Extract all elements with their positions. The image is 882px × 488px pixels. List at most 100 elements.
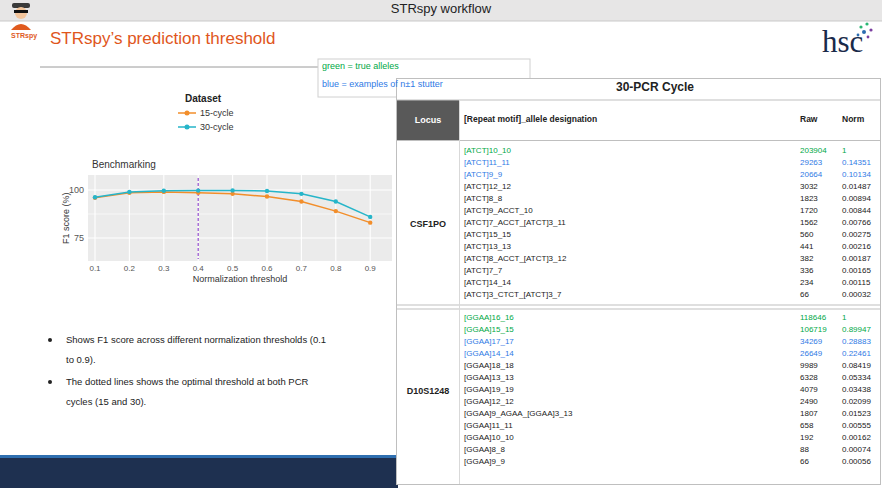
table-cell: 0.00275 (842, 230, 871, 239)
axis-tick: 100 (69, 185, 84, 195)
logo-text: hsc (822, 24, 863, 60)
legend-text: 30-cycle (200, 122, 234, 132)
series-line (95, 190, 370, 217)
legend-marker (185, 111, 190, 116)
table-cell: 0.03438 (842, 385, 871, 394)
axis-title: Normalization threshold (193, 274, 288, 284)
color-key-text: blue = examples of n±1 stutter (322, 79, 443, 89)
table-cell: [ATCT]7_ACCT_[ATCT]3_11 (464, 218, 566, 227)
axis-tick: 0.3 (158, 264, 169, 273)
table-cell: 6328 (800, 373, 818, 382)
table-cell: [ATCT]15_15 (464, 230, 511, 239)
table-cell: 118646 (800, 313, 826, 322)
table-cell: 2490 (800, 397, 818, 406)
table-cell: [GGAA]8_8 (464, 445, 505, 454)
table-cell: [GGAA]16_16 (464, 313, 514, 322)
gridline (94, 175, 95, 261)
series-marker (127, 190, 131, 194)
locus-name: CSF1PO (410, 219, 446, 229)
series-marker (230, 188, 234, 192)
legend-title: Dataset (185, 93, 221, 105)
table-cell: [ATCT]8_8 (464, 194, 502, 203)
table-rule (397, 309, 880, 310)
gridline (232, 175, 233, 261)
table-cell: 0.02099 (842, 397, 871, 406)
table-cell: 1 (842, 313, 846, 322)
table-cell: [ATCT]11_11 (464, 158, 510, 167)
series-marker (196, 188, 200, 192)
locus-header-cell (397, 100, 459, 140)
table-cell: 234 (800, 278, 813, 287)
table-header-cell: [Repeat motif]_allele designation (464, 115, 597, 125)
title-band (0, 0, 882, 21)
table-cell: 1 (842, 146, 846, 155)
table-rule (397, 305, 880, 306)
gridline (335, 175, 336, 261)
table-cell: [GGAA]17_17 (464, 337, 514, 346)
table-cell: 1562 (800, 218, 818, 227)
table-cell: 0.08419 (842, 361, 871, 370)
table-cell: [GGAA]10_10 (464, 433, 514, 442)
gridline (301, 175, 302, 261)
table-cell: [GGAA]13_13 (464, 373, 514, 382)
table-cell: [GGAA]9_9 (464, 457, 505, 466)
table-cell: 0.00216 (842, 242, 871, 251)
bullet-dot (48, 338, 52, 342)
table-cell: [ATCT]9_ACCT_10 (464, 206, 533, 215)
locus-name: D10S1248 (407, 386, 450, 396)
series-line (95, 192, 370, 223)
plot-panel (88, 175, 392, 261)
color-key-text: green = true alleles (322, 61, 399, 71)
gridline (88, 237, 392, 238)
table-heading: 30-PCR Cycle (616, 81, 694, 95)
series-marker (93, 195, 97, 199)
table-cell: 0.00056 (842, 457, 871, 466)
logo-text: STRspy (11, 32, 37, 40)
gridline (129, 175, 130, 261)
table-cell: 3032 (800, 182, 818, 191)
table-cell: [GGAA]15_15 (464, 325, 514, 334)
table-cell: [ATCT]7_7 (464, 266, 502, 275)
series-marker (127, 190, 131, 194)
table-cell: [ATCT]9_9 (464, 170, 502, 179)
table-cell: 29263 (800, 158, 822, 167)
table-cell: [ATCT]12_12 (464, 182, 511, 191)
footer-bar (0, 455, 398, 488)
table-cell: 0.00844 (842, 206, 871, 215)
series-marker (93, 195, 97, 199)
table-cell: [ATCT]8_ACCT_[ATCT]3_12 (464, 254, 566, 263)
table-cell: [ATCT]14_14 (464, 278, 511, 287)
table-cell: 0.00187 (842, 254, 871, 263)
table-cell: 26649 (800, 349, 822, 358)
table-cell: [GGAA]18_18 (464, 361, 514, 370)
axis-tick: 0.4 (193, 264, 204, 273)
table-cell: 441 (800, 242, 813, 251)
table-cell: 0.14351 (842, 158, 871, 167)
table-cell: 1807 (800, 409, 818, 418)
table-cell: 658 (800, 421, 813, 430)
table-cell: 203904 (800, 146, 827, 155)
table-rule (459, 100, 460, 484)
axis-tick: 0.7 (296, 264, 307, 273)
table-cell: 0.00162 (842, 433, 871, 442)
series-marker (265, 189, 269, 193)
title-rule (0, 21, 882, 22)
table-cell: 0.22461 (842, 349, 871, 358)
gridline (266, 175, 267, 261)
table-cell: 66 (800, 290, 809, 299)
axis-tick: 0.1 (89, 264, 100, 273)
axis-tick: 0.8 (330, 264, 341, 273)
chart-heading: Benchmarking (92, 159, 156, 171)
slide-subtitle: STRspy’s prediction threshold (50, 29, 276, 49)
table-cell: 0.01523 (842, 409, 871, 418)
table-cell: 9989 (800, 361, 818, 370)
benchmark-chart (88, 111, 392, 262)
table-cell: [ATCT]13_13 (464, 242, 511, 251)
gridline (198, 175, 199, 261)
table-cell: 0.28883 (842, 337, 871, 346)
bullet-text: The dotted lines shows the optimal thres… (66, 372, 336, 412)
table-cell: 1720 (800, 206, 818, 215)
legend-text: 15-cycle (200, 108, 234, 118)
table-cell: 0.00555 (842, 421, 871, 430)
